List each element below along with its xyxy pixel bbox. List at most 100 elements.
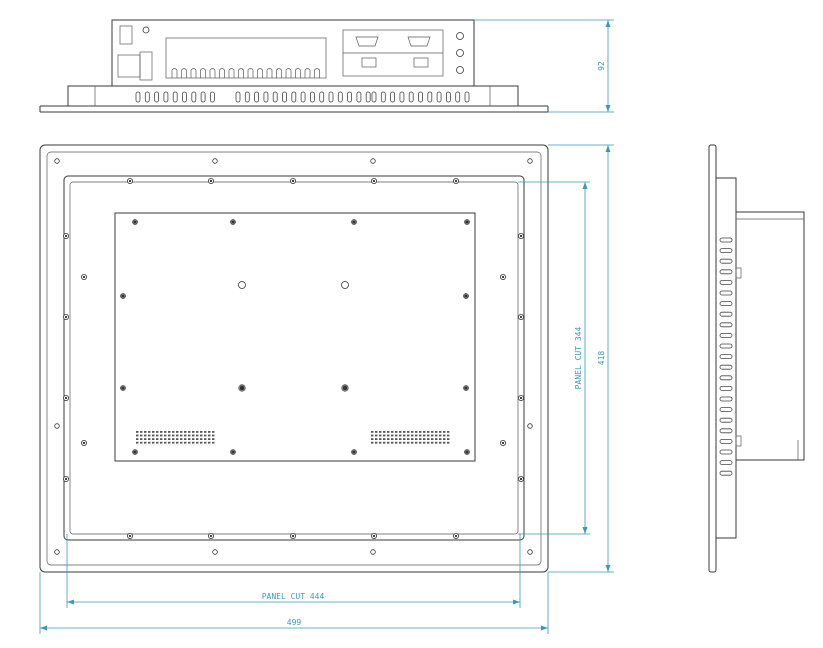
screw — [518, 232, 525, 239]
screw — [499, 273, 506, 280]
screw — [452, 533, 459, 540]
mount-hole — [527, 423, 533, 429]
vent-slot — [172, 91, 178, 103]
vent-slot — [300, 91, 306, 103]
screw — [207, 533, 214, 540]
side-housing — [735, 211, 805, 461]
front-bezel-inner — [46, 151, 542, 566]
cooling-fin — [209, 68, 216, 78]
side-vent-slot — [719, 301, 733, 307]
vent-slot — [200, 91, 206, 103]
screw — [518, 475, 525, 482]
front-screws — [54, 158, 533, 555]
side-vent-slot — [719, 311, 733, 317]
side-vent-slot — [719, 470, 733, 476]
vent-slot — [347, 91, 353, 103]
side-vent-slot — [719, 237, 733, 243]
side-vent-slot — [719, 375, 733, 381]
vent-slot — [390, 91, 396, 103]
screw — [127, 533, 134, 540]
led-3 — [456, 66, 464, 74]
vent-slot — [191, 91, 197, 103]
vent-slot — [154, 91, 160, 103]
vent-slot — [328, 91, 334, 103]
screw — [370, 533, 377, 540]
vent-slot — [464, 91, 470, 103]
dimensions: 92 418 PANEL CUT 344 PANEL CUT 444 499 — [39, 19, 614, 634]
vent-slot — [337, 91, 343, 103]
vent-slot — [144, 91, 150, 103]
side-vent-slot — [719, 417, 733, 423]
screw — [518, 394, 525, 401]
side-vent-slot — [719, 428, 733, 434]
side-vent-slot — [719, 258, 733, 264]
side-vent-slot — [719, 279, 733, 285]
vent-slot — [272, 91, 278, 103]
mount-hole — [54, 423, 60, 429]
power-connector — [139, 51, 153, 81]
center-hole — [341, 281, 349, 289]
usb-port-2 — [413, 57, 429, 68]
overall-height-label: 418 — [597, 351, 606, 366]
vent-slot — [399, 91, 405, 103]
vent-slot — [418, 91, 423, 103]
overall-width-label: 499 — [287, 618, 302, 627]
screw — [132, 449, 138, 455]
screw — [351, 449, 357, 455]
power-switch — [119, 25, 133, 45]
mount-hole — [527, 158, 533, 164]
side-vent-slot — [719, 407, 733, 413]
cooling-fin — [190, 68, 197, 78]
serial-port-1 — [355, 36, 379, 47]
vent-slot — [309, 91, 315, 103]
vent-slot — [427, 91, 433, 103]
vent-slot — [263, 91, 269, 103]
cooling-fin — [276, 68, 282, 78]
side-vent-slot — [719, 449, 733, 455]
screw — [120, 385, 126, 391]
screw — [207, 177, 214, 184]
side-vent-slot — [719, 364, 733, 370]
screw — [464, 219, 470, 225]
screw — [289, 177, 296, 184]
mount-hole — [370, 158, 376, 164]
side-vent-slot — [719, 385, 733, 391]
cooling-fin — [238, 68, 244, 78]
vent-slot — [445, 91, 451, 103]
led-2 — [456, 49, 464, 57]
screw — [127, 177, 134, 184]
side-vent-slot — [719, 460, 733, 466]
vent-slot — [371, 91, 377, 103]
cooling-fin — [285, 68, 292, 78]
vent-grille-left — [136, 431, 215, 444]
side-vent-slot — [719, 322, 733, 328]
vent-slot — [365, 91, 371, 103]
cooling-fin — [219, 68, 225, 78]
mount-hole — [212, 549, 218, 555]
vent-slot — [436, 91, 442, 103]
vent-slot — [319, 91, 325, 103]
top-view — [39, 19, 549, 113]
side-vent-slot — [719, 332, 733, 338]
screw — [351, 219, 357, 225]
vent-slot — [163, 91, 169, 103]
vent-slot — [408, 91, 414, 103]
center-hole — [238, 281, 246, 289]
screw — [370, 177, 377, 184]
top-vent-slots — [135, 91, 470, 103]
screw — [452, 177, 459, 184]
mount-hole — [527, 549, 533, 555]
vent-slot — [135, 91, 141, 103]
screw — [63, 232, 70, 239]
serial-port-2 — [407, 36, 431, 47]
screw — [63, 313, 70, 320]
screw — [289, 533, 296, 540]
vent-slot — [282, 91, 287, 103]
mount-hole — [212, 158, 218, 164]
side-bezel — [708, 144, 717, 573]
vent-slot — [356, 91, 362, 103]
vent-slot — [244, 91, 250, 103]
side-vent-slot — [719, 438, 733, 444]
cooling-fin — [171, 68, 178, 78]
